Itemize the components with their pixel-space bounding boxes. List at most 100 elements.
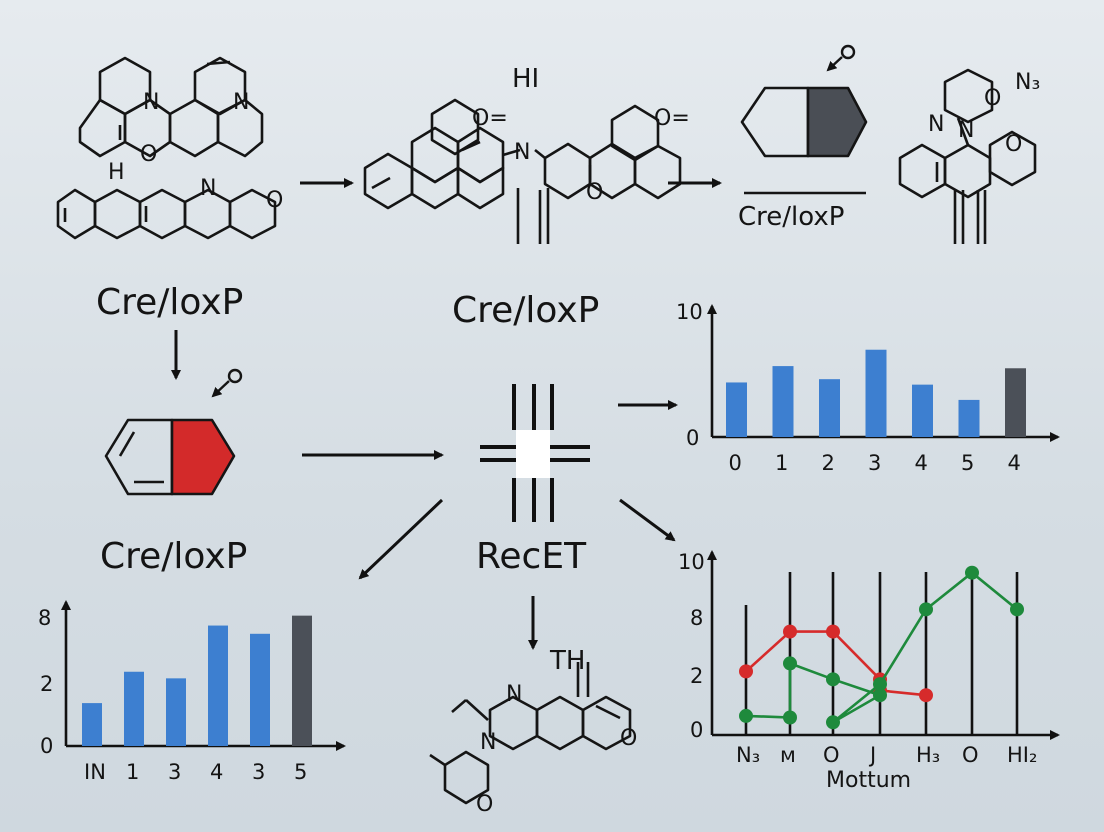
point-red-2	[826, 624, 840, 639]
bar-0-1	[772, 366, 794, 437]
xtick-2-0: N₃	[736, 743, 761, 767]
chart3-ytick-8: 8	[690, 606, 704, 630]
point-green-8	[965, 565, 979, 580]
molecule-dark-ring	[740, 86, 868, 195]
point-green-0	[739, 708, 753, 723]
label-hi: HI	[512, 64, 540, 94]
molecule-bottom-center	[429, 662, 632, 805]
label-cre-loxp-4: Cre/loxP	[100, 536, 248, 577]
xtick-2-5: O	[962, 743, 979, 767]
chart1-ytick-10: 10	[676, 300, 703, 324]
xtick-2-6: HI₂	[1007, 743, 1038, 767]
point-green-6	[873, 677, 887, 692]
molecule-top-center	[363, 98, 682, 244]
label-recet: RecET	[476, 536, 587, 577]
atom-o4: O	[586, 180, 604, 205]
atom-n1: N	[143, 90, 160, 115]
atom-o6: O	[984, 86, 1002, 111]
point-green-9	[1010, 602, 1024, 617]
chart1-ytick-0: 0	[686, 426, 700, 450]
point-red-0	[739, 664, 753, 679]
chart3-ytick-2: 2	[690, 664, 704, 688]
bar-1-0	[82, 703, 102, 746]
xtick-1-4: 3	[252, 760, 266, 784]
molecule-top-left	[56, 56, 277, 240]
bar-0-0	[726, 382, 747, 437]
chart3-ytick-10: 10	[678, 550, 705, 574]
chart2-ytick-0: 0	[40, 734, 54, 758]
bar-1-3	[208, 625, 228, 746]
point-green-2	[783, 656, 797, 671]
xtick-2-1: ᴍ	[780, 743, 796, 767]
chart3-ytick-0: 0	[690, 718, 704, 742]
bar-0-2	[819, 379, 840, 437]
xtick-0-2: 2	[821, 451, 835, 475]
bar-1-1	[124, 671, 144, 746]
atom-o7: O	[1005, 132, 1023, 157]
arrow-6	[358, 498, 444, 580]
atom-o2: O	[266, 188, 284, 213]
atom-o3: O=	[472, 106, 508, 131]
series-line-red	[745, 630, 927, 697]
chart-top-right-bars	[726, 349, 1026, 437]
molecule-red-ring	[104, 418, 236, 496]
atom-n4: N	[514, 140, 531, 165]
atom-n5: N	[928, 112, 945, 137]
atom-o5: O=	[654, 106, 690, 131]
atom-n7: N	[506, 682, 523, 707]
xtick-0-0: 0	[728, 451, 742, 475]
atom-o9: O	[476, 792, 494, 817]
bar-0-5	[958, 399, 980, 437]
flow-arrows	[171, 178, 722, 650]
molecule-top-right	[898, 68, 1037, 244]
xtick-1-3: 4	[210, 760, 224, 784]
chart2-ytick-2: 2	[40, 672, 54, 696]
xtick-1-2: 3	[168, 760, 182, 784]
series-line-green	[745, 571, 1018, 724]
chart2-ytick-8: 8	[38, 606, 52, 630]
point-green-3	[826, 672, 840, 687]
label-th: TH	[550, 646, 586, 676]
point-red-5	[919, 688, 933, 703]
bar-1-4	[250, 633, 270, 746]
xtick-2-4: H₃	[916, 743, 941, 767]
recet-cross-symbol	[480, 384, 590, 522]
xtick-2-2: O	[823, 743, 840, 767]
label-mottum: Mottum	[826, 768, 912, 793]
label-cre-loxp-1: Cre/loxP	[96, 282, 244, 323]
xtick-1-1: 1	[126, 760, 140, 784]
xtick-0-6: 4	[1007, 451, 1021, 475]
atom-o1: O	[140, 142, 158, 167]
xtick-0-4: 4	[914, 451, 928, 475]
bar-0-3	[865, 349, 887, 437]
chart-bottom-left-bars	[82, 615, 312, 746]
point-green-5	[826, 715, 840, 730]
label-n3: N₃	[1015, 70, 1041, 95]
xtick-0-3: 3	[868, 451, 882, 475]
atom-n8: N	[480, 730, 497, 755]
atom-n3: N	[200, 176, 217, 201]
xtick-1-5: 5	[294, 760, 308, 784]
pin-icon-mid	[211, 368, 243, 398]
point-green-7	[919, 602, 933, 617]
chart-bottom-right-axes	[707, 550, 1060, 740]
bar-0-4	[912, 384, 933, 437]
xtick-0-5: 5	[961, 451, 975, 475]
atom-n6: N	[958, 118, 975, 143]
xtick-0-1: 1	[775, 451, 789, 475]
atom-n2: N	[233, 90, 250, 115]
bar-1-5	[292, 615, 312, 746]
pin-icon-top	[826, 44, 856, 72]
bar-0-6	[1005, 368, 1026, 437]
point-green-1	[783, 710, 797, 725]
arrow-7	[619, 498, 676, 542]
point-red-1	[783, 624, 797, 639]
chart-bottom-right-series	[739, 565, 1024, 730]
atom-o8: O	[620, 726, 638, 751]
atom-h1: H	[108, 160, 125, 185]
xtick-2-3: J	[870, 743, 877, 767]
xtick-1-0: IN	[84, 760, 106, 784]
point-green-4	[873, 688, 887, 703]
chart-bottom-right-gridlines	[744, 572, 1019, 735]
